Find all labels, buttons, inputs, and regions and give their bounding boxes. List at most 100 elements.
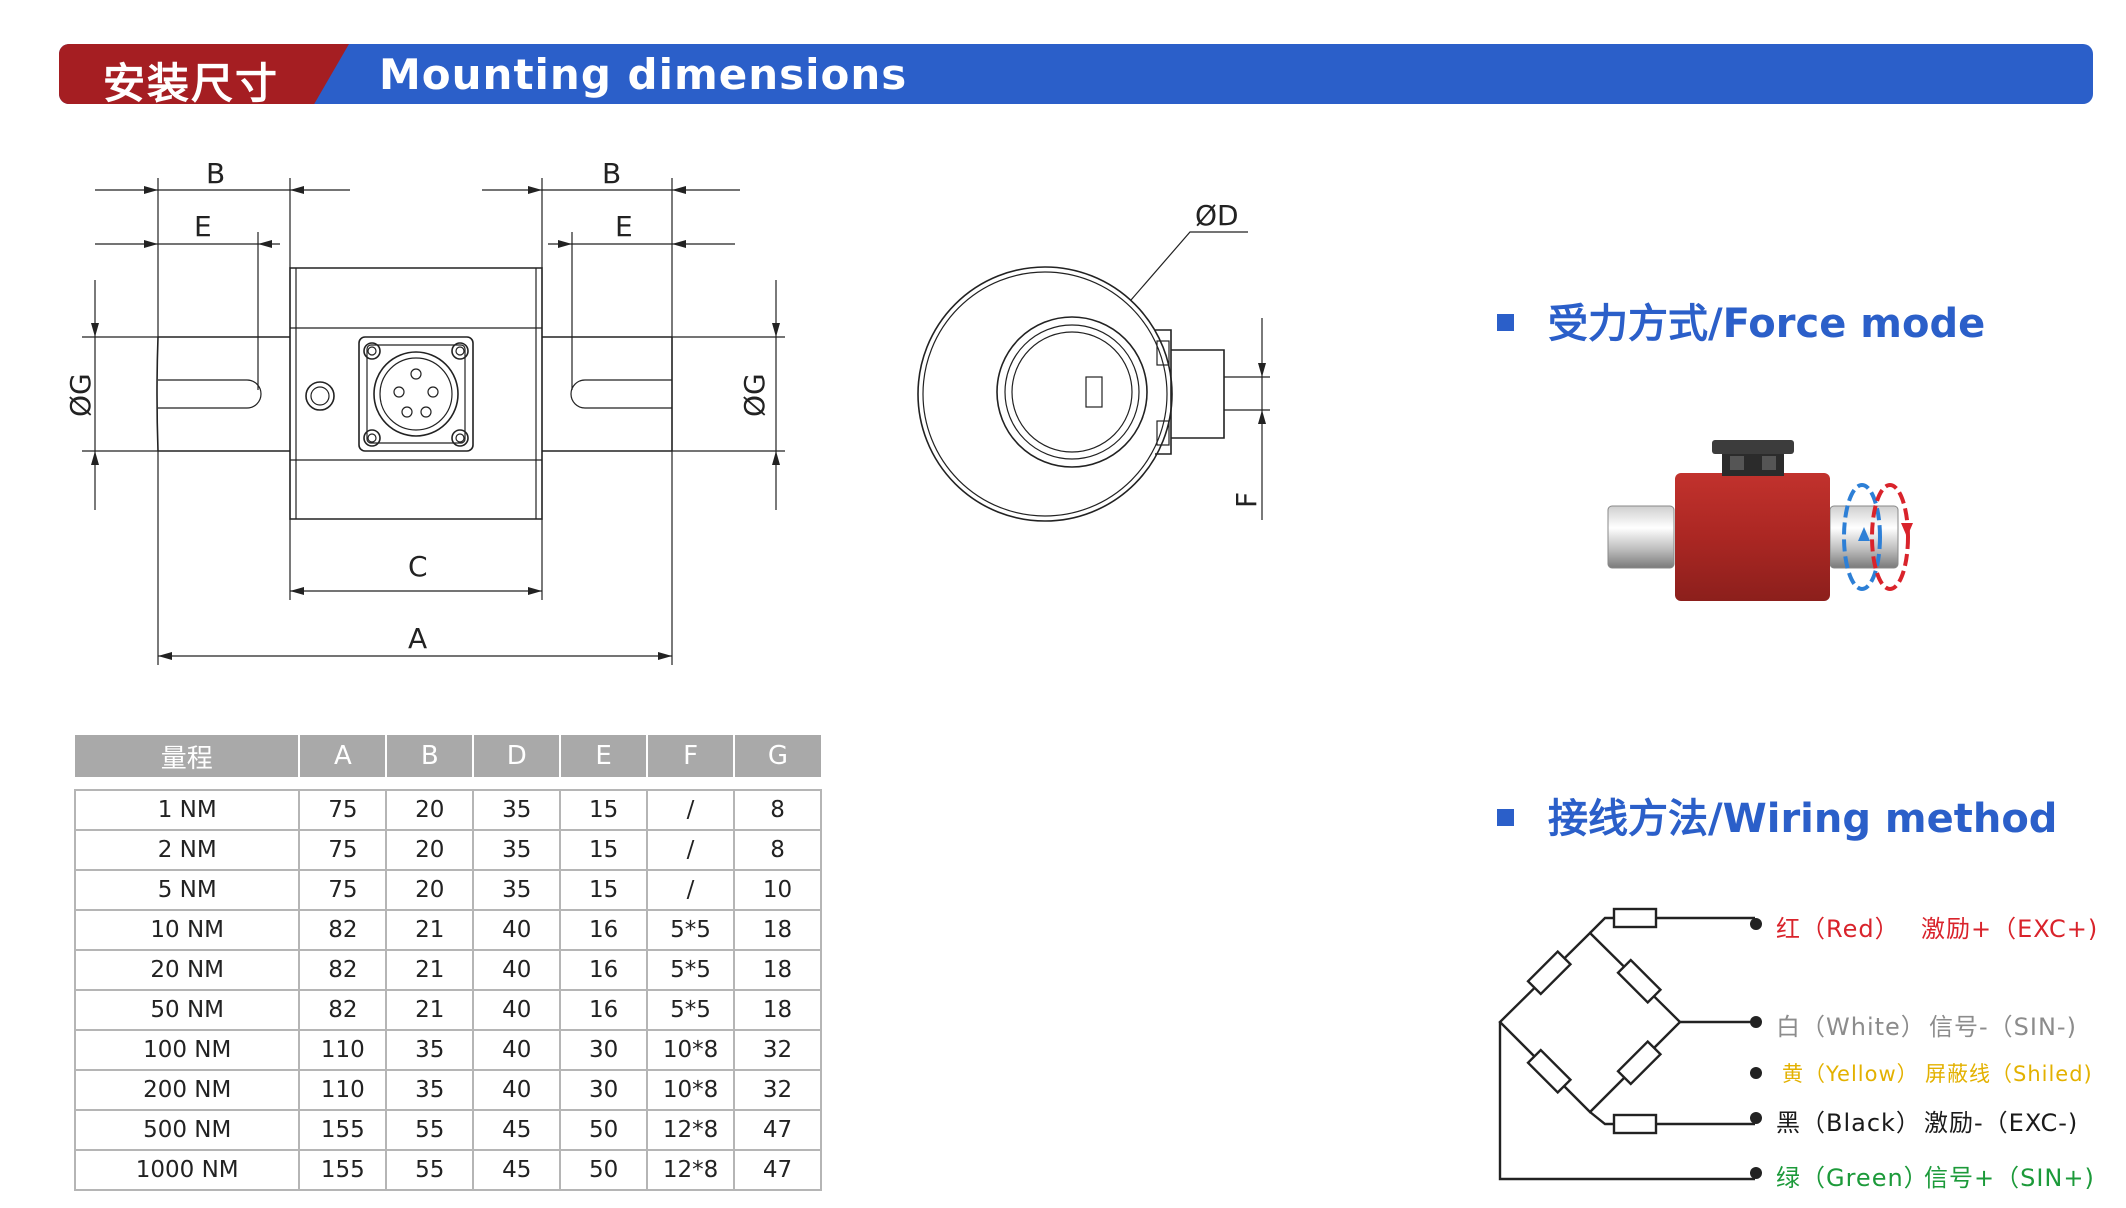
dim-label-e-left: E bbox=[194, 210, 212, 243]
force-mode-title: 受力方式/Force mode bbox=[1548, 301, 1986, 347]
table-cell: 40 bbox=[472, 909, 562, 951]
table-cell: 10 NM bbox=[73, 909, 301, 951]
wire-color: 绿（Green） bbox=[1776, 1164, 1929, 1192]
table-cell: 5*5 bbox=[646, 949, 736, 991]
wire-color: 红（Red） bbox=[1776, 915, 1900, 943]
table-cell: 50 NM bbox=[73, 989, 301, 1031]
table-cell: 30 bbox=[559, 1069, 649, 1111]
table-cell: 45 bbox=[472, 1109, 562, 1151]
table-cell: 10*8 bbox=[646, 1069, 736, 1111]
dim-label-d: ØD bbox=[1195, 199, 1239, 232]
table-header-cell: 量程 bbox=[75, 735, 301, 777]
bridge-circuit-diagram bbox=[1498, 907, 1762, 1181]
table-cell: 15 bbox=[559, 869, 649, 911]
table-cell: 100 NM bbox=[73, 1029, 301, 1071]
wire-black-label: 黑（Black）激励-（EXC-) bbox=[1776, 1103, 2078, 1138]
sensor-body bbox=[1675, 473, 1830, 601]
table-header-cell: F bbox=[647, 735, 736, 777]
table-cell: 500 NM bbox=[73, 1109, 301, 1151]
table-cell: 75 bbox=[298, 789, 388, 831]
table-cell: 21 bbox=[385, 949, 475, 991]
table-cell: / bbox=[646, 829, 736, 871]
table-cell: 16 bbox=[559, 909, 649, 951]
rotation-arrows-icon bbox=[1842, 483, 1913, 591]
table-header-cell: B bbox=[386, 735, 475, 777]
connector-icon bbox=[1712, 440, 1794, 476]
table-cell: 8 bbox=[733, 789, 822, 831]
wire-red-label: 红（Red） 激励+（EXC+) bbox=[1776, 909, 2098, 944]
table-cell: 40 bbox=[472, 1069, 562, 1111]
table-spacer bbox=[75, 777, 821, 790]
table-cell: 12*8 bbox=[646, 1109, 736, 1151]
table-cell: 20 bbox=[385, 829, 475, 871]
table-cell: 110 bbox=[298, 1069, 388, 1111]
table-cell: 110 bbox=[298, 1029, 388, 1071]
wire-signal: 屏蔽线（Shiled) bbox=[1925, 1062, 2093, 1086]
wire-color: 黄（Yellow） bbox=[1782, 1062, 1919, 1086]
wiring-heading: 接线方法/Wiring method bbox=[1497, 786, 2057, 844]
table-cell: 82 bbox=[298, 949, 388, 991]
table-cell: 15 bbox=[559, 789, 649, 831]
table-header-cell: A bbox=[299, 735, 388, 777]
page-title: Mounting dimensions bbox=[379, 50, 908, 99]
table-cell: 2 NM bbox=[73, 829, 301, 871]
wire-signal: 激励+（EXC+) bbox=[1921, 915, 2099, 943]
table-cell: 50 bbox=[559, 1109, 649, 1151]
table-cell: 12*8 bbox=[646, 1149, 736, 1191]
wire-signal: 信号+（SIN+) bbox=[1924, 1164, 2095, 1192]
table-cell: 82 bbox=[298, 989, 388, 1031]
table-cell: 10 bbox=[733, 869, 822, 911]
wire-white-label: 白（White）信号-（SIN-) bbox=[1776, 1007, 2077, 1042]
dim-label-a: A bbox=[408, 622, 427, 655]
table-cell: / bbox=[646, 789, 736, 831]
header-tag: 安装尺寸 bbox=[59, 44, 349, 104]
table-header-cell: D bbox=[473, 735, 562, 777]
table-cell: 47 bbox=[733, 1109, 822, 1151]
dim-label-b-right: B bbox=[602, 157, 621, 190]
table-header-cell: E bbox=[560, 735, 649, 777]
table-cell: 40 bbox=[472, 1029, 562, 1071]
table-cell: 15 bbox=[559, 829, 649, 871]
table-cell: 18 bbox=[733, 989, 822, 1031]
header-banner: 安装尺寸 Mounting dimensions bbox=[59, 44, 2093, 104]
wiring-title: 接线方法/Wiring method bbox=[1548, 796, 2058, 842]
table-cell: 1 NM bbox=[73, 789, 301, 831]
wire-green-label: 绿（Green）信号+（SIN+) bbox=[1776, 1158, 2095, 1193]
table-cell: 32 bbox=[733, 1069, 822, 1111]
force-mode-heading: 受力方式/Force mode bbox=[1497, 291, 1985, 349]
table-cell: 155 bbox=[298, 1109, 388, 1151]
dim-label-c: C bbox=[408, 550, 428, 583]
wire-color: 白（White） bbox=[1776, 1013, 1926, 1041]
table-cell: 5 NM bbox=[73, 869, 301, 911]
table-cell: 35 bbox=[472, 829, 562, 871]
side-view-drawing: B E B E ØG ØG C A bbox=[64, 157, 785, 665]
table-cell: 45 bbox=[472, 1149, 562, 1191]
table-cell: 21 bbox=[385, 909, 475, 951]
wire-yellow-label: 黄（Yellow）屏蔽线（Shiled) bbox=[1782, 1058, 2093, 1088]
table-cell: 55 bbox=[385, 1109, 475, 1151]
table-cell: 21 bbox=[385, 989, 475, 1031]
table-cell: 18 bbox=[733, 909, 822, 951]
table-cell: 40 bbox=[472, 989, 562, 1031]
square-bullet-icon bbox=[1497, 808, 1514, 826]
table-cell: 55 bbox=[385, 1149, 475, 1191]
dim-label-e-right: E bbox=[615, 210, 633, 243]
table-cell: 5*5 bbox=[646, 909, 736, 951]
table-cell: 8 bbox=[733, 829, 822, 871]
table-cell: 16 bbox=[559, 989, 649, 1031]
dim-label-b-left: B bbox=[206, 157, 225, 190]
table-cell: / bbox=[646, 869, 736, 911]
square-bullet-icon bbox=[1497, 313, 1514, 331]
table-cell: 5*5 bbox=[646, 989, 736, 1031]
dim-label-g-right: ØG bbox=[738, 373, 771, 417]
table-cell: 18 bbox=[733, 949, 822, 991]
table-cell: 1000 NM bbox=[73, 1149, 301, 1191]
